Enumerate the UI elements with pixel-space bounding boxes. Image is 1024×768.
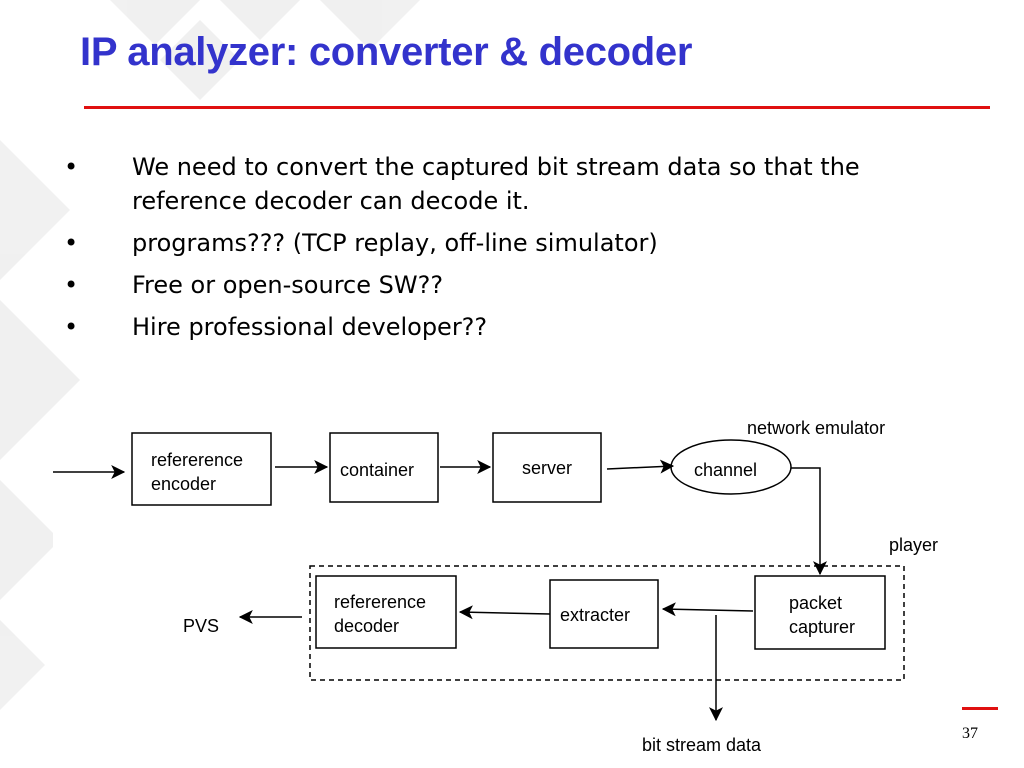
bullet-item: • programs??? (TCP replay, off-line simu… xyxy=(60,226,960,260)
container-box xyxy=(329,432,439,503)
bullet-text: programs??? (TCP replay, off-line simula… xyxy=(132,229,658,257)
bullet-text: We need to convert the captured bit stre… xyxy=(132,153,860,215)
bullet-text: Hire professional developer?? xyxy=(132,313,488,341)
reference-decoder-box xyxy=(315,575,457,649)
pvs-label: PVS xyxy=(183,616,219,636)
server-label: server xyxy=(522,458,572,478)
extracter-label: extracter xyxy=(560,605,630,625)
page-number: 37 xyxy=(962,725,978,742)
bit-stream-data-label: bit stream data xyxy=(642,735,762,755)
container-label: container xyxy=(340,460,414,480)
packet-capturer-box xyxy=(754,575,886,650)
bullet-marker: • xyxy=(64,313,79,341)
channel-to-capturer-arrow xyxy=(791,467,827,576)
packet-capturer-label-line2: capturer xyxy=(789,617,855,637)
bullet-marker: • xyxy=(64,153,79,181)
bullet-text: Free or open-source SW?? xyxy=(132,271,444,299)
player-label: player xyxy=(889,535,938,555)
extracter-box xyxy=(549,579,659,649)
bullet-marker: • xyxy=(64,229,79,257)
bullet-item: • Hire professional developer?? xyxy=(60,310,960,344)
reference-decoder-label-line1: refererence xyxy=(334,592,426,612)
title-underline xyxy=(84,106,990,109)
page-number-rule xyxy=(962,707,998,710)
bullet-marker: • xyxy=(64,271,79,299)
bullet-list: • We need to convert the captured bit st… xyxy=(60,150,960,352)
player-boundary xyxy=(309,565,905,681)
capturer-to-extracter-arrow xyxy=(661,602,754,617)
reference-encoder-box xyxy=(131,432,272,506)
reference-decoder-label-line2: decoder xyxy=(334,616,399,636)
slide-title: IP analyzer: converter & decoder xyxy=(80,30,693,74)
channel-label: channel xyxy=(694,460,757,480)
reference-encoder-label-line1: refererence xyxy=(151,450,243,470)
server-to-channel-arrow xyxy=(606,459,675,474)
extracter-to-decoder-arrow xyxy=(458,605,551,620)
network-emulator-label: network emulator xyxy=(747,418,885,438)
reference-encoder-label-line2: encoder xyxy=(151,474,216,494)
packet-capturer-label-line1: packet xyxy=(789,593,842,613)
bullet-item: • Free or open-source SW?? xyxy=(60,268,960,302)
bullet-item: • We need to convert the captured bit st… xyxy=(60,150,960,218)
server-box xyxy=(492,432,602,503)
